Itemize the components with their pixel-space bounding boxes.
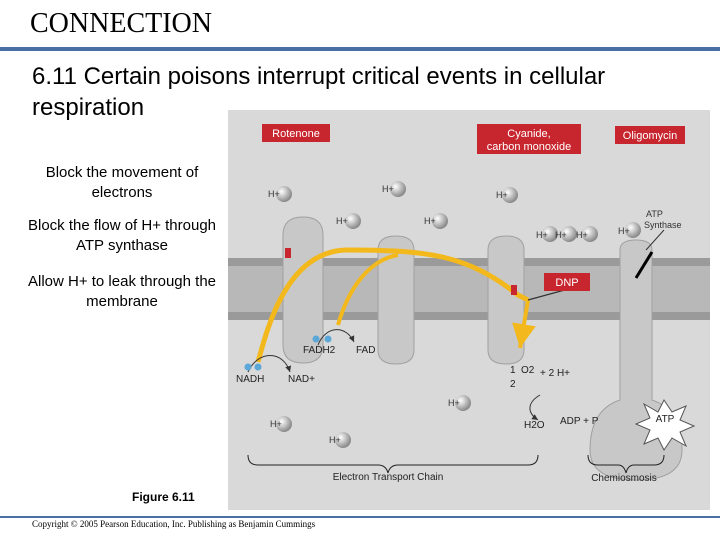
note-block-h-flow: Block the flow of H+ through ATP synthas… [27,217,217,254]
h-ion [345,213,361,229]
nad-plus-label: NAD+ [288,374,315,385]
h-ion-label: H+ [270,419,282,429]
header-title: CONNECTION [30,8,212,39]
h-ion-label: H+ [555,230,567,240]
h-ion-label: H+ [329,435,341,445]
nadh-label: NADH [236,374,264,385]
etc-brace [247,454,539,474]
h-ion-label: H+ [618,226,630,236]
note-h-leak: Allow H+ to leak through the membrane [27,273,217,310]
chemiosmosis-label: Chemiosmosis [591,473,657,484]
rotenone-label: Rotenone [272,128,320,140]
divider [0,47,720,51]
dnp-box [544,273,590,291]
oligomycin-block-mark [634,251,654,279]
copyright: Copyright © 2005 Pearson Education, Inc.… [32,519,316,529]
electron-path [255,247,530,363]
h-ion [455,395,471,411]
h-ion [276,186,292,202]
cyanide-marker [511,285,517,295]
rotenone-box [262,124,330,142]
h-ion-label: H+ [576,230,588,240]
cyanide-label-line2: carbon monoxide [487,141,571,153]
plus-2h-label: + 2 H+ [540,368,570,379]
dnp-label: DNP [555,277,578,289]
etc-label: Electron Transport Chain [333,472,444,483]
h-ions-top: H+ H+ H+ H+ H+ H+ H+ H+ H+ [268,181,641,242]
h-ion-label: H+ [536,230,548,240]
oligomycin-label: Oligomycin [623,130,677,142]
figure-label: Figure 6.11 [132,490,195,504]
divider [0,516,720,518]
h-ion [502,187,518,203]
complex-i [282,216,324,364]
complex-iii [377,235,415,365]
cyanide-label-line1: Cyanide, [507,128,550,140]
atp-synthase-label-line2: Synthase [644,220,682,230]
membrane-heads [228,258,710,320]
electron-to-oxygen [512,299,536,349]
h-ion-label: H+ [336,216,348,226]
oligomycin-box [615,126,685,144]
rotenone-marker [285,248,291,258]
h-ion [582,226,598,242]
cyanide-box [477,124,581,154]
oxygen-coef-denominator: 2 [510,379,516,390]
atp-synthase-label-line1: ATP [646,209,663,219]
h-ion-label: H+ [448,398,460,408]
h-ion-label: H+ [268,189,280,199]
h-ion [625,222,641,238]
oxygen-coef-numerator: 1 [510,365,516,376]
water-label: H2O [524,420,545,431]
chemiosmosis-brace [587,454,665,474]
h-ion-label: H+ [496,190,508,200]
fad-label: FAD [356,345,375,356]
atp-starburst [634,399,696,451]
atp-label: ATP [656,414,675,425]
slide-title: 6.11 Certain poisons interrupt critical … [32,63,606,121]
h-ion [335,432,351,448]
h-ion [561,226,577,242]
h-ion-label: H+ [382,184,394,194]
h-ion-label: H+ [424,216,436,226]
h-ion [432,213,448,229]
fadh2-label: FADH2 [303,345,336,356]
note-block-electrons: Block the movement of electrons [45,164,199,201]
respiration-diagram: Rotenone Cyanide, carbon monoxide Oligom… [228,110,710,510]
oxygen-label: O2 [521,365,535,376]
h-ion [542,226,558,242]
adp-p-label: ADP + P [560,416,599,427]
h-ion [390,181,406,197]
h-ion [276,416,292,432]
h-ions-bottom: H+ H+ H+ [270,395,471,448]
